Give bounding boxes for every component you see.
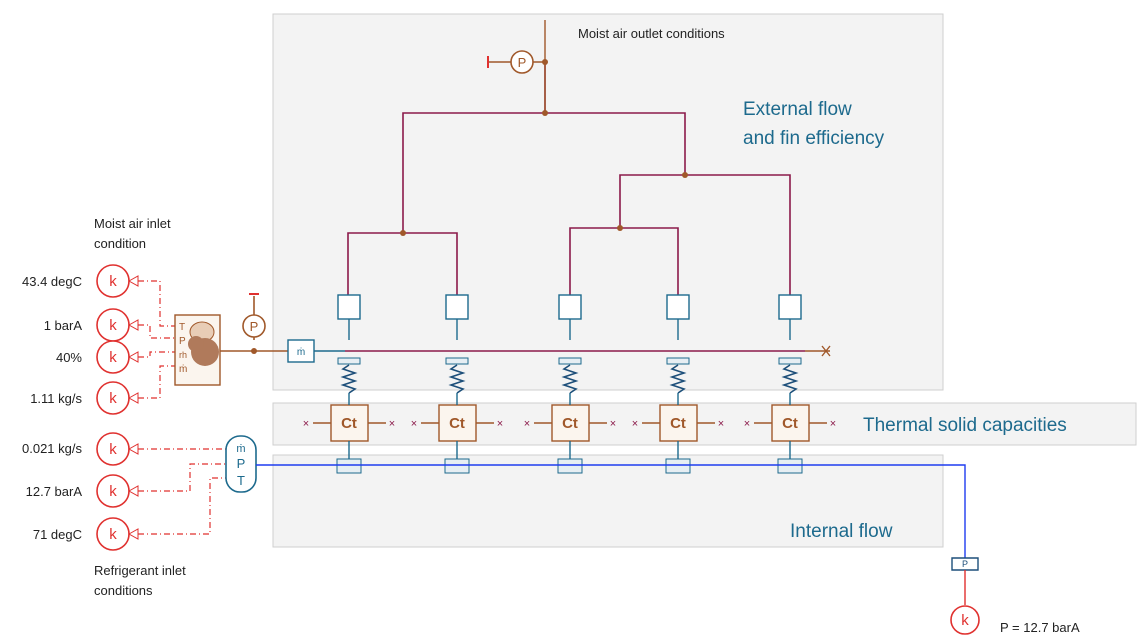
svg-text:ṁ: ṁ	[236, 443, 245, 455]
svg-text:P: P	[518, 55, 527, 70]
refrigerant-outlet-boundary[interactable]: P k	[950, 557, 980, 635]
input-value-pressure: 1 barA	[44, 318, 83, 333]
svg-text:ṁ: ṁ	[179, 364, 187, 375]
column-2[interactable]: Ct × ×	[411, 294, 503, 474]
moist-inlet-label-2: condition	[94, 236, 146, 251]
svg-text:Ct: Ct	[670, 415, 686, 432]
internal-flow-panel	[272, 454, 944, 548]
moist-air-source[interactable]: T P rh ṁ	[174, 314, 221, 386]
constant-temperature[interactable]: k	[96, 264, 139, 298]
svg-text:×: ×	[744, 418, 750, 430]
column-4[interactable]: Ct × ×	[632, 294, 724, 474]
external-flow-panel	[272, 13, 944, 391]
constant-massflow[interactable]: k	[96, 381, 139, 415]
inlet-pressure-sensor[interactable]: P	[242, 293, 266, 340]
thermal-solid-title: Thermal solid capacities	[863, 415, 1067, 436]
junction-nodes	[400, 59, 688, 236]
pressure-output-label: P = 12.7 barA	[1000, 620, 1080, 635]
svg-text:P: P	[237, 456, 246, 471]
outlet-label: Moist air outlet conditions	[578, 26, 725, 41]
svg-text:k: k	[109, 349, 117, 366]
svg-text:ṁ: ṁ	[297, 347, 305, 358]
refrigerant-inlet-label-2: conditions	[94, 583, 153, 598]
air-duct-outlet	[805, 345, 831, 357]
column-5[interactable]: Ct × ×	[744, 294, 836, 474]
moist-air-signal-lines	[138, 280, 178, 399]
input-value-humidity: 40%	[56, 350, 82, 365]
svg-text:k: k	[109, 273, 117, 290]
svg-text:P: P	[179, 336, 186, 347]
svg-text:k: k	[109, 441, 117, 458]
mass-flow-sensor[interactable]: ṁ	[287, 339, 315, 363]
svg-text:rh: rh	[179, 350, 187, 360]
fin-efficiency-title: and fin efficiency	[743, 128, 885, 149]
column-1[interactable]: Ct × ×	[303, 294, 395, 474]
svg-text:×: ×	[610, 418, 616, 430]
refrigerant-line	[256, 464, 966, 558]
thermal-solid-panel	[272, 402, 1137, 446]
svg-text:Ct: Ct	[562, 415, 578, 432]
refrigerant-source[interactable]: ṁ P T	[225, 435, 257, 493]
svg-text:k: k	[109, 483, 117, 500]
svg-text:×: ×	[411, 418, 417, 430]
external-flow-title: External flow	[743, 99, 852, 120]
svg-text:×: ×	[497, 418, 503, 430]
moist-inlet-label-1: Moist air inlet	[94, 216, 171, 231]
input-value-ref-temperature: 71 degC	[33, 527, 82, 542]
svg-text:Ct: Ct	[782, 415, 798, 432]
svg-text:×: ×	[718, 418, 724, 430]
svg-text:P: P	[250, 319, 259, 334]
refrigerant-inlet-label-1: Refrigerant inlet	[94, 563, 186, 578]
capacity-tube-links	[348, 393, 791, 459]
svg-text:Ct: Ct	[449, 415, 465, 432]
constant-ref-pressure[interactable]: k	[96, 474, 139, 508]
input-value-ref-massflow: 0.021 kg/s	[22, 441, 82, 456]
outlet-pressure-sensor[interactable]: P	[487, 50, 545, 74]
svg-text:T: T	[237, 473, 245, 488]
svg-text:×: ×	[830, 418, 836, 430]
svg-text:k: k	[961, 612, 969, 629]
svg-text:×: ×	[632, 418, 638, 430]
inlet-junction	[251, 348, 257, 354]
svg-text:k: k	[109, 526, 117, 543]
constant-ref-temperature[interactable]: k	[96, 517, 139, 551]
column-3[interactable]: Ct × ×	[524, 294, 616, 474]
svg-text:P: P	[962, 559, 968, 569]
input-value-temperature: 43.4 degC	[22, 274, 82, 289]
svg-text:T: T	[179, 322, 185, 333]
constant-pressure[interactable]: k	[96, 308, 139, 342]
svg-text:k: k	[109, 390, 117, 407]
internal-flow-title: Internal flow	[790, 521, 893, 542]
input-value-ref-pressure: 12.7 barA	[26, 484, 83, 499]
svg-text:×: ×	[524, 418, 530, 430]
svg-text:×: ×	[389, 418, 395, 430]
constant-ref-massflow[interactable]: k	[96, 432, 139, 466]
constant-humidity[interactable]: k	[96, 340, 139, 374]
svg-text:×: ×	[303, 418, 309, 430]
svg-text:Ct: Ct	[341, 415, 357, 432]
svg-text:k: k	[109, 317, 117, 334]
refrigerant-signal-lines	[138, 448, 226, 535]
input-value-massflow: 1.11 kg/s	[30, 391, 82, 406]
